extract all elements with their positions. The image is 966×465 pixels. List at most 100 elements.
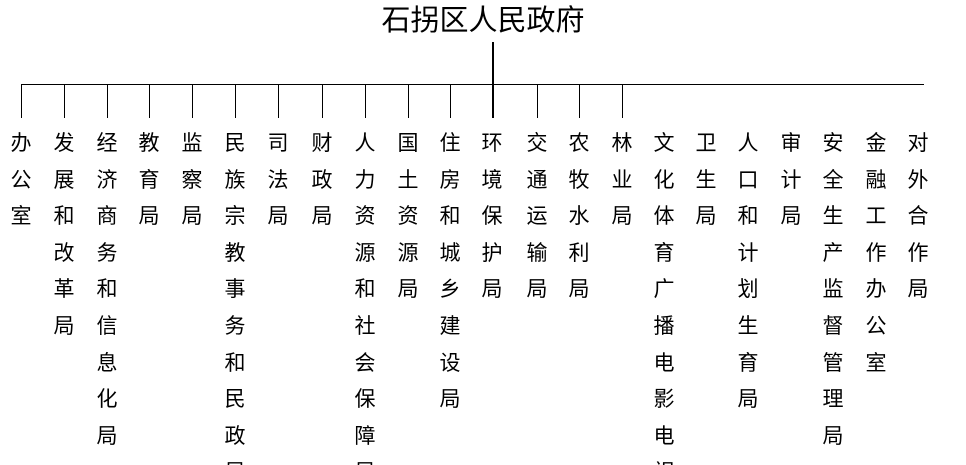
department-label-char: 运 — [526, 204, 548, 229]
department-label-char: 局 — [138, 204, 160, 229]
department-label-char: 局 — [311, 204, 333, 229]
department-node-14[interactable]: 农牧水利局 — [566, 125, 592, 308]
department-label-char: 影 — [653, 387, 675, 412]
department-label-char: 族 — [224, 167, 246, 192]
department-label-char: 卫 — [695, 131, 717, 155]
department-label-char: 改 — [53, 240, 75, 265]
department-label-char: 和 — [53, 204, 75, 229]
department-label-char: 金 — [865, 131, 887, 155]
department-label-char: 局 — [96, 423, 118, 448]
department-label-char: 作 — [907, 240, 929, 265]
department-label-char: 公 — [10, 167, 32, 192]
department-label-char: 务 — [96, 240, 118, 265]
department-label-char: 生 — [737, 313, 759, 338]
department-node-17[interactable]: 卫生局 — [693, 125, 719, 235]
department-label-char: 会 — [354, 350, 376, 375]
department-label-char: 局 — [695, 204, 717, 229]
department-label-char: 宗 — [224, 204, 246, 229]
department-node-10[interactable]: 国土资源局 — [395, 125, 421, 308]
drop-line-3 — [107, 84, 108, 118]
department-label-char: 利 — [568, 240, 590, 265]
department-label-char: 人 — [354, 131, 376, 155]
department-node-16[interactable]: 文化体育广播电影电视局 — [651, 125, 677, 465]
department-label-char: 济 — [96, 167, 118, 192]
department-label-char: 审 — [780, 131, 802, 155]
department-label-char: 展 — [53, 167, 75, 192]
department-label-char: 理 — [822, 387, 844, 412]
department-node-3[interactable]: 经济商务和信息化局 — [94, 125, 120, 454]
department-label-char: 办 — [865, 277, 887, 302]
department-label-char: 计 — [737, 240, 759, 265]
department-label-char: 法 — [267, 167, 289, 192]
department-label-char: 土 — [397, 167, 419, 192]
department-label-char: 发 — [53, 131, 75, 155]
department-label-char: 环 — [481, 131, 503, 155]
department-label-char: 电 — [653, 350, 675, 375]
department-label-char: 国 — [397, 131, 419, 155]
department-label-char: 设 — [439, 350, 461, 375]
department-node-5[interactable]: 监察局 — [179, 125, 205, 235]
department-label-char: 牧 — [568, 167, 590, 192]
department-node-19[interactable]: 审计局 — [778, 125, 804, 235]
department-label-char: 播 — [653, 313, 675, 338]
department-label-char: 力 — [354, 167, 376, 192]
drop-line-7 — [278, 84, 279, 118]
department-node-4[interactable]: 教育局 — [136, 125, 162, 235]
department-label-char: 生 — [822, 204, 844, 229]
department-label-char: 输 — [526, 240, 548, 265]
department-node-13[interactable]: 交通运输局 — [524, 125, 550, 308]
department-node-21[interactable]: 金融工作办公室 — [863, 125, 889, 381]
department-label-char: 产 — [822, 240, 844, 265]
department-label-char: 社 — [354, 313, 376, 338]
drop-line-9 — [365, 84, 366, 118]
drop-line-5 — [192, 84, 193, 118]
department-node-8[interactable]: 财政局 — [309, 125, 335, 235]
department-label-char: 水 — [568, 204, 590, 229]
department-label-char: 和 — [439, 204, 461, 229]
department-label-char: 室 — [865, 350, 887, 375]
department-label-char: 局 — [53, 313, 75, 338]
department-label-char: 体 — [653, 204, 675, 229]
department-node-22[interactable]: 对外合作局 — [905, 125, 931, 308]
department-label-char: 育 — [737, 350, 759, 375]
department-node-6[interactable]: 民族宗教事务和民政局 — [222, 125, 248, 465]
department-label-char: 民 — [224, 131, 246, 155]
department-node-12[interactable]: 环境保护局 — [479, 125, 505, 308]
department-label-char: 局 — [439, 387, 461, 412]
department-label-char: 划 — [737, 277, 759, 302]
drop-line-13 — [537, 84, 538, 118]
department-label-char: 林 — [611, 131, 633, 155]
department-label-char: 化 — [653, 167, 675, 192]
department-label-char: 安 — [822, 131, 844, 155]
department-node-7[interactable]: 司法局 — [265, 125, 291, 235]
department-label-char: 源 — [354, 240, 376, 265]
department-label-char: 保 — [481, 204, 503, 229]
drop-line-10 — [408, 84, 409, 118]
department-label-char: 室 — [10, 204, 32, 229]
department-label-char: 监 — [822, 277, 844, 302]
department-label-char: 交 — [526, 131, 548, 155]
department-node-1[interactable]: 办公室 — [8, 125, 34, 235]
department-label-char: 公 — [865, 313, 887, 338]
department-label-char: 外 — [907, 167, 929, 192]
department-node-20[interactable]: 安全生产监督管理局 — [820, 125, 846, 454]
department-node-11[interactable]: 住房和城乡建设局 — [437, 125, 463, 418]
drop-line-1 — [21, 84, 22, 118]
department-label-char: 和 — [737, 204, 759, 229]
department-label-char: 办 — [10, 131, 32, 155]
department-node-18[interactable]: 人口和计划生育局 — [735, 125, 761, 418]
department-label-char: 察 — [181, 167, 203, 192]
department-node-15[interactable]: 林业局 — [609, 125, 635, 235]
department-label-char: 视 — [651, 454, 677, 465]
department-label-char: 局 — [568, 277, 590, 302]
department-node-9[interactable]: 人力资源和社会保障局 — [352, 125, 378, 465]
department-label-char: 教 — [224, 240, 246, 265]
department-label-char: 育 — [653, 240, 675, 265]
root-stem-connector — [492, 42, 494, 118]
department-label-char: 化 — [96, 387, 118, 412]
department-node-2[interactable]: 发展和改革局 — [51, 125, 77, 345]
department-label-char: 人 — [737, 131, 759, 155]
department-label-char: 通 — [526, 167, 548, 192]
